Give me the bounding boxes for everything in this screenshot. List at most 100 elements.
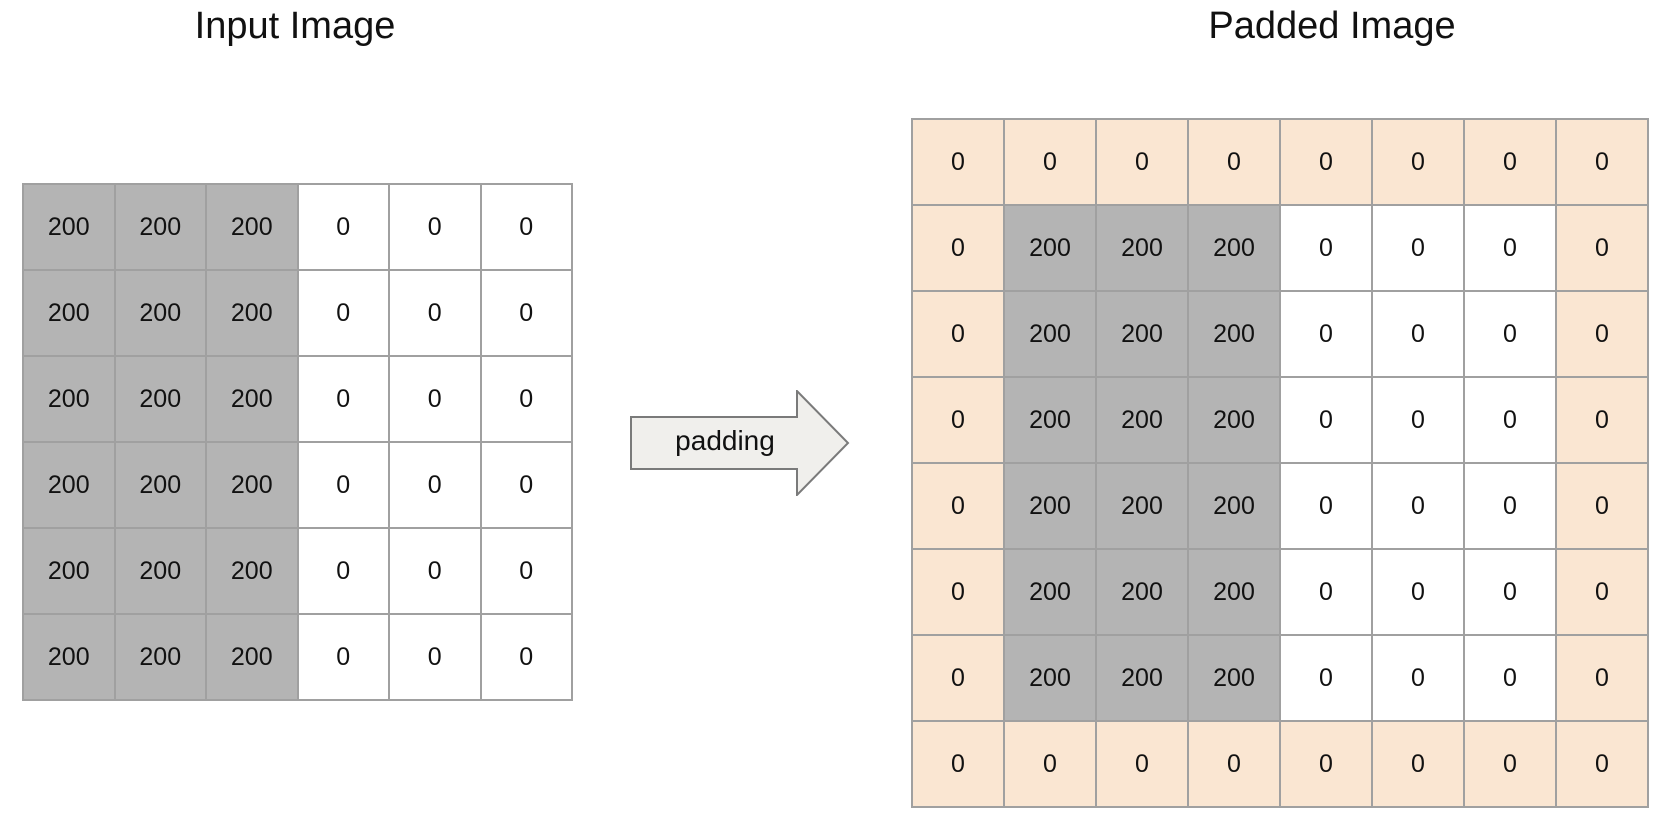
pixel-cell: 200	[115, 271, 207, 357]
padded-image-title: Padded Image	[1208, 5, 1456, 47]
pixel-cell: 200	[1097, 206, 1189, 292]
pixel-cell: 200	[115, 185, 207, 271]
padding-cell: 0	[1097, 722, 1189, 808]
padding-cell: 0	[913, 550, 1005, 636]
pixel-cell: 0	[1465, 464, 1557, 550]
pixel-cell: 0	[298, 357, 390, 443]
pixel-cell: 200	[1189, 292, 1281, 378]
pixel-cell: 200	[1189, 550, 1281, 636]
pixel-cell: 0	[390, 529, 482, 615]
padding-cell: 0	[1557, 550, 1649, 636]
pixel-cell: 0	[481, 185, 573, 271]
pixel-cell: 0	[298, 529, 390, 615]
padding-cell: 0	[1373, 120, 1465, 206]
pixel-cell: 200	[1097, 378, 1189, 464]
padding-cell: 0	[1097, 120, 1189, 206]
pixel-cell: 0	[1465, 550, 1557, 636]
pixel-cell: 200	[207, 357, 299, 443]
padding-arrow-shape	[630, 390, 850, 496]
padding-cell: 0	[913, 120, 1005, 206]
pixel-cell: 200	[24, 185, 116, 271]
pixel-cell: 200	[24, 529, 116, 615]
pixel-cell: 0	[1281, 206, 1373, 292]
padding-cell: 0	[1557, 120, 1649, 206]
pixel-cell: 0	[390, 615, 482, 701]
pixel-cell: 200	[1189, 378, 1281, 464]
pixel-cell: 200	[207, 185, 299, 271]
pixel-cell: 200	[24, 443, 116, 529]
padding-arrow-label: padding	[675, 425, 775, 456]
pixel-cell: 200	[1097, 292, 1189, 378]
pixel-cell: 200	[115, 443, 207, 529]
padding-cell: 0	[1189, 722, 1281, 808]
padding-cell: 0	[913, 464, 1005, 550]
padding-cell: 0	[913, 292, 1005, 378]
pixel-cell: 0	[481, 443, 573, 529]
pixel-cell: 0	[390, 185, 482, 271]
padding-cell: 0	[1557, 722, 1649, 808]
pixel-cell: 0	[1281, 636, 1373, 722]
padding-cell: 0	[1557, 636, 1649, 722]
padding-cell: 0	[913, 636, 1005, 722]
pixel-cell: 200	[1097, 464, 1189, 550]
pixel-cell: 0	[1373, 292, 1465, 378]
pixel-cell: 0	[1465, 206, 1557, 292]
pixel-cell: 0	[481, 271, 573, 357]
pixel-cell: 0	[298, 271, 390, 357]
pixel-cell: 200	[207, 615, 299, 701]
pixel-cell: 200	[1005, 550, 1097, 636]
padding-cell: 0	[1281, 722, 1373, 808]
pixel-cell: 0	[481, 357, 573, 443]
pixel-cell: 0	[1281, 292, 1373, 378]
pixel-cell: 0	[390, 357, 482, 443]
pixel-cell: 200	[1189, 206, 1281, 292]
padding-arrow-icon	[630, 390, 850, 496]
pixel-cell: 200	[1189, 636, 1281, 722]
pixel-cell: 0	[1373, 636, 1465, 722]
input-image-title: Input Image	[194, 5, 396, 47]
pixel-cell: 200	[207, 529, 299, 615]
pixel-cell: 200	[1005, 378, 1097, 464]
pixel-cell: 200	[1005, 206, 1097, 292]
pixel-cell: 0	[298, 443, 390, 529]
padding-cell: 0	[913, 206, 1005, 292]
pixel-cell: 0	[481, 615, 573, 701]
pixel-cell: 0	[1465, 378, 1557, 464]
pixel-cell: 200	[207, 271, 299, 357]
padding-cell: 0	[1189, 120, 1281, 206]
pixel-cell: 0	[1373, 550, 1465, 636]
pixel-cell: 0	[1465, 292, 1557, 378]
pixel-cell: 200	[24, 357, 116, 443]
pixel-cell: 200	[24, 271, 116, 357]
pixel-cell: 200	[1097, 636, 1189, 722]
pixel-cell: 0	[1373, 378, 1465, 464]
pixel-cell: 0	[1465, 636, 1557, 722]
padding-cell: 0	[913, 378, 1005, 464]
pixel-cell: 200	[115, 529, 207, 615]
pixel-cell: 0	[298, 615, 390, 701]
pixel-cell: 0	[1281, 464, 1373, 550]
padding-cell: 0	[1005, 120, 1097, 206]
padding-cell: 0	[1465, 722, 1557, 808]
pixel-cell: 200	[207, 443, 299, 529]
pixel-cell: 200	[1005, 636, 1097, 722]
padding-cell: 0	[1557, 206, 1649, 292]
pixel-cell: 0	[1373, 206, 1465, 292]
pixel-cell: 200	[1005, 464, 1097, 550]
padding-cell: 0	[1557, 292, 1649, 378]
pixel-cell: 200	[115, 357, 207, 443]
pixel-cell: 200	[1005, 292, 1097, 378]
padding-cell: 0	[1005, 722, 1097, 808]
pixel-cell: 0	[390, 443, 482, 529]
padding-cell: 0	[1465, 120, 1557, 206]
pixel-cell: 200	[1097, 550, 1189, 636]
padding-cell: 0	[1557, 378, 1649, 464]
pixel-cell: 0	[1281, 550, 1373, 636]
padding-cell: 0	[913, 722, 1005, 808]
padding-cell: 0	[1557, 464, 1649, 550]
pixel-cell: 0	[390, 271, 482, 357]
padding-cell: 0	[1373, 722, 1465, 808]
pixel-cell: 200	[1189, 464, 1281, 550]
